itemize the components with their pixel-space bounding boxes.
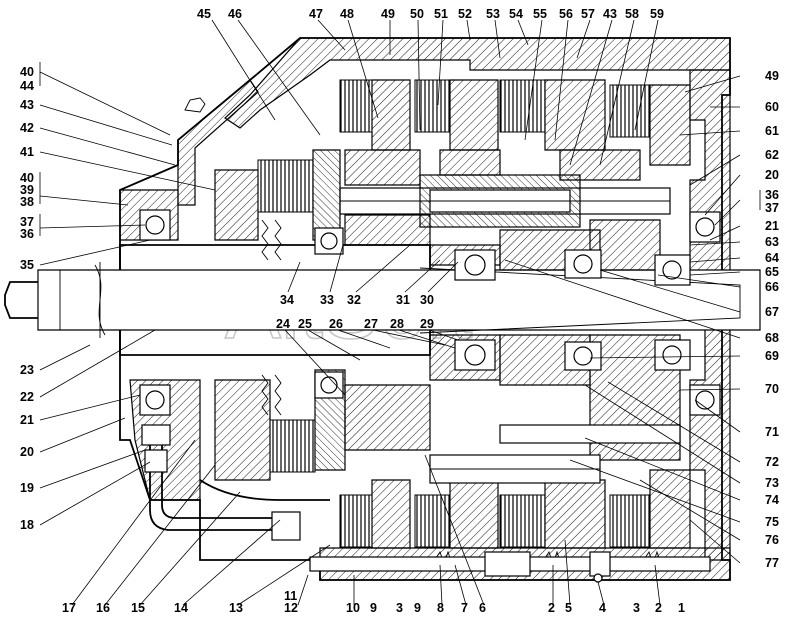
callout-64: 64 bbox=[765, 251, 779, 265]
callout-43-left: 43 bbox=[20, 98, 34, 112]
callout-labels: 45 46 47 48 49 50 51 52 53 54 55 56 57 4… bbox=[20, 7, 779, 615]
callout-21-left: 21 bbox=[20, 413, 34, 427]
callout-4: 4 bbox=[599, 601, 606, 615]
callout-73: 73 bbox=[765, 476, 779, 490]
callout-44: 44 bbox=[20, 79, 34, 93]
callout-34: 34 bbox=[280, 293, 294, 307]
callout-77: 77 bbox=[765, 556, 779, 570]
callout-36-right: 36 bbox=[765, 188, 779, 202]
callout-76: 76 bbox=[765, 533, 779, 547]
callout-12: 12 bbox=[284, 601, 298, 615]
callout-62: 62 bbox=[765, 148, 779, 162]
callout-2-b: 2 bbox=[655, 601, 662, 615]
callout-3-a: 3 bbox=[396, 601, 403, 615]
callout-7: 7 bbox=[461, 601, 468, 615]
callout-59: 59 bbox=[650, 7, 664, 21]
callout-74: 74 bbox=[765, 493, 779, 507]
callout-71: 71 bbox=[765, 425, 779, 439]
callout-3-b: 3 bbox=[633, 601, 640, 615]
callout-1: 1 bbox=[678, 601, 685, 615]
lower-countershaft bbox=[429, 424, 681, 484]
callout-2-a: 2 bbox=[548, 601, 555, 615]
callout-52: 52 bbox=[458, 7, 472, 21]
callout-23: 23 bbox=[20, 363, 34, 377]
callout-75: 75 bbox=[765, 515, 779, 529]
callout-35: 35 bbox=[20, 258, 34, 272]
callout-10: 10 bbox=[346, 601, 360, 615]
callout-16: 16 bbox=[96, 601, 110, 615]
leader-lines bbox=[39, 19, 761, 606]
callout-11: 11 bbox=[284, 589, 297, 603]
callout-43-top: 43 bbox=[603, 7, 617, 21]
callout-37-right: 37 bbox=[765, 201, 779, 215]
callout-53: 53 bbox=[486, 7, 500, 21]
callout-68: 68 bbox=[765, 331, 779, 345]
callout-22: 22 bbox=[20, 390, 34, 404]
callout-42: 42 bbox=[20, 121, 34, 135]
callout-50: 50 bbox=[410, 7, 424, 21]
callout-17: 17 bbox=[62, 601, 76, 615]
callout-38: 38 bbox=[20, 195, 34, 209]
control-rod bbox=[309, 551, 711, 583]
callout-66: 66 bbox=[765, 280, 779, 294]
callout-70: 70 bbox=[765, 382, 779, 396]
callout-27: 27 bbox=[364, 317, 378, 331]
callout-9-a: 9 bbox=[370, 601, 377, 615]
callout-49-right: 49 bbox=[765, 69, 779, 83]
callout-14: 14 bbox=[174, 601, 188, 615]
callout-55: 55 bbox=[533, 7, 547, 21]
callout-25: 25 bbox=[298, 317, 312, 331]
callout-54: 54 bbox=[509, 7, 523, 21]
callout-24: 24 bbox=[276, 317, 290, 331]
callout-20-left: 20 bbox=[20, 445, 34, 459]
callout-31: 31 bbox=[396, 293, 410, 307]
callout-26: 26 bbox=[329, 317, 343, 331]
callout-39: 39 bbox=[20, 183, 34, 197]
callout-58: 58 bbox=[625, 7, 639, 21]
callout-72: 72 bbox=[765, 455, 779, 469]
callout-63: 63 bbox=[765, 235, 779, 249]
callout-29: 29 bbox=[420, 317, 434, 331]
callout-18: 18 bbox=[20, 518, 34, 532]
callout-65: 65 bbox=[765, 265, 779, 279]
callout-41: 41 bbox=[20, 145, 34, 159]
callout-49: 49 bbox=[381, 7, 395, 21]
callout-5: 5 bbox=[565, 601, 572, 615]
callout-60: 60 bbox=[765, 100, 779, 114]
callout-48: 48 bbox=[340, 7, 354, 21]
callout-57: 57 bbox=[581, 7, 595, 21]
callout-6: 6 bbox=[479, 601, 486, 615]
callout-51: 51 bbox=[434, 7, 448, 21]
callout-37-left: 37 bbox=[20, 215, 34, 229]
callout-15: 15 bbox=[131, 601, 145, 615]
callout-46: 46 bbox=[228, 7, 242, 21]
callout-61: 61 bbox=[765, 124, 779, 138]
callout-13: 13 bbox=[229, 601, 243, 615]
callout-40-b: 40 bbox=[20, 171, 34, 185]
callout-9-b: 9 bbox=[414, 601, 421, 615]
callout-33: 33 bbox=[320, 293, 334, 307]
callout-32: 32 bbox=[347, 293, 361, 307]
callout-28: 28 bbox=[390, 317, 404, 331]
upper-countershaft bbox=[339, 174, 671, 228]
callout-40-a: 40 bbox=[20, 65, 34, 79]
callout-47: 47 bbox=[309, 7, 323, 21]
callout-45: 45 bbox=[197, 7, 211, 21]
callout-8: 8 bbox=[437, 601, 444, 615]
callout-30: 30 bbox=[420, 293, 434, 307]
callout-19: 19 bbox=[20, 481, 34, 495]
clutch-packs-bottom bbox=[214, 369, 691, 549]
oil-pipe bbox=[141, 424, 330, 541]
callout-21-right: 21 bbox=[765, 219, 779, 233]
callout-36-left: 36 bbox=[20, 227, 34, 241]
callout-67: 67 bbox=[765, 305, 779, 319]
callout-69: 69 bbox=[765, 349, 779, 363]
clutch-packs-top bbox=[214, 79, 691, 241]
callout-20-right: 20 bbox=[765, 168, 779, 182]
callout-56: 56 bbox=[559, 7, 573, 21]
